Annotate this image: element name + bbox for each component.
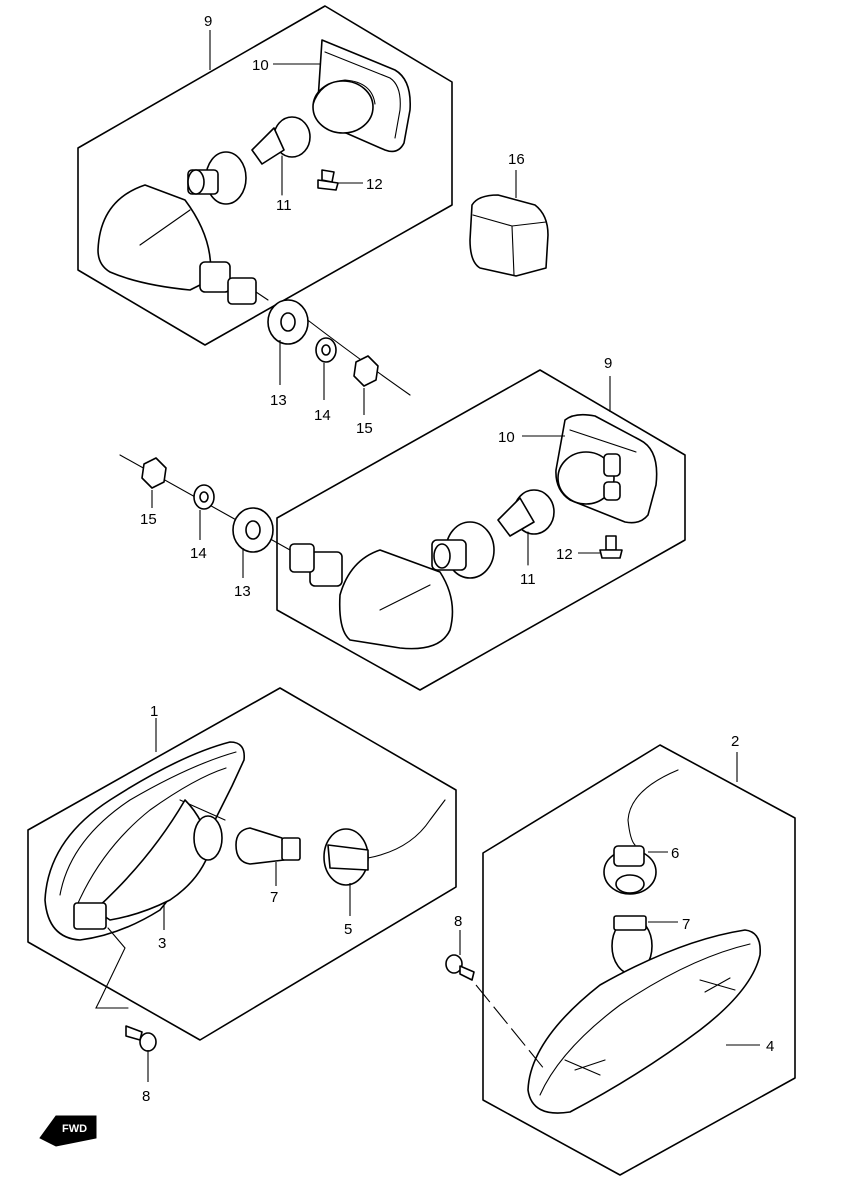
callout-3: 3	[158, 935, 166, 952]
middle-bulb[interactable]	[497, 489, 555, 566]
callout-11-mid: 11	[520, 571, 536, 588]
callout-8-left: 8	[142, 1088, 150, 1105]
top-signal-assembly: 9 10 11 12 13 14 15 16	[77, 5, 549, 437]
callout-14-top: 14	[314, 407, 331, 424]
terminal-cover-16[interactable]	[469, 194, 549, 277]
callout-12-mid: 12	[556, 546, 573, 563]
middle-nut[interactable]	[141, 457, 167, 489]
top-signal-body[interactable]	[97, 184, 411, 396]
right-signal-lens[interactable]	[527, 929, 762, 1114]
callout-12-top: 12	[366, 176, 383, 193]
top-nut[interactable]	[353, 355, 379, 387]
top-screw[interactable]	[317, 169, 339, 191]
top-socket[interactable]	[187, 151, 247, 205]
left-signal-lens[interactable]	[44, 741, 246, 941]
callout-10-mid: 10	[498, 429, 515, 446]
top-washer-hole	[321, 344, 331, 356]
middle-assembly-outline	[276, 369, 686, 691]
right-signal-assembly: 2 6 7 4 8	[445, 733, 796, 1176]
callout-13-mid: 13	[234, 583, 251, 600]
middle-rubber-washer-hole	[245, 520, 261, 540]
middle-socket[interactable]	[431, 521, 495, 579]
middle-screw[interactable]	[599, 535, 623, 559]
top-assembly-outline	[77, 5, 453, 346]
callout-7-right: 7	[682, 916, 690, 933]
left-signal-assembly: 1 3 7 5 8	[27, 687, 457, 1105]
right-socket[interactable]	[603, 769, 679, 895]
callout-6: 6	[671, 845, 679, 862]
callout-2: 2	[731, 733, 739, 750]
middle-washer-hole	[199, 491, 209, 503]
top-lens-housing[interactable]	[312, 39, 412, 153]
middle-signal-assembly: 9 10 11 12 13 14 15	[119, 355, 686, 691]
callout-11-top: 11	[276, 197, 292, 214]
callout-9-top: 9	[204, 13, 212, 30]
right-assembly-outline	[482, 744, 796, 1176]
left-screw[interactable]	[125, 1025, 157, 1052]
forward-label: FWD	[62, 1123, 87, 1135]
forward-arrow-icon: FWD	[39, 1115, 97, 1147]
callout-13-top: 13	[270, 392, 287, 409]
callout-16: 16	[508, 151, 525, 168]
callout-15-mid: 15	[140, 511, 157, 528]
callout-9-mid: 9	[604, 355, 612, 372]
callout-10-top: 10	[252, 57, 269, 74]
callout-5: 5	[344, 921, 352, 938]
callout-14-mid: 14	[190, 545, 207, 562]
callout-1: 1	[150, 703, 158, 720]
callout-4: 4	[766, 1038, 774, 1055]
right-screw[interactable]	[445, 954, 475, 981]
top-bulb[interactable]	[251, 116, 311, 196]
left-bulb[interactable]	[235, 827, 301, 865]
callout-15-top: 15	[356, 420, 373, 437]
callout-7-left: 7	[270, 889, 278, 906]
top-rubber-washer-hole	[280, 312, 296, 332]
left-assembly-outline	[27, 687, 457, 1041]
middle-lens-housing[interactable]	[555, 413, 658, 524]
left-signal-housing[interactable]	[73, 799, 223, 930]
middle-signal-body[interactable]	[119, 454, 454, 650]
callout-8-right: 8	[454, 913, 462, 930]
left-socket[interactable]	[323, 799, 446, 886]
